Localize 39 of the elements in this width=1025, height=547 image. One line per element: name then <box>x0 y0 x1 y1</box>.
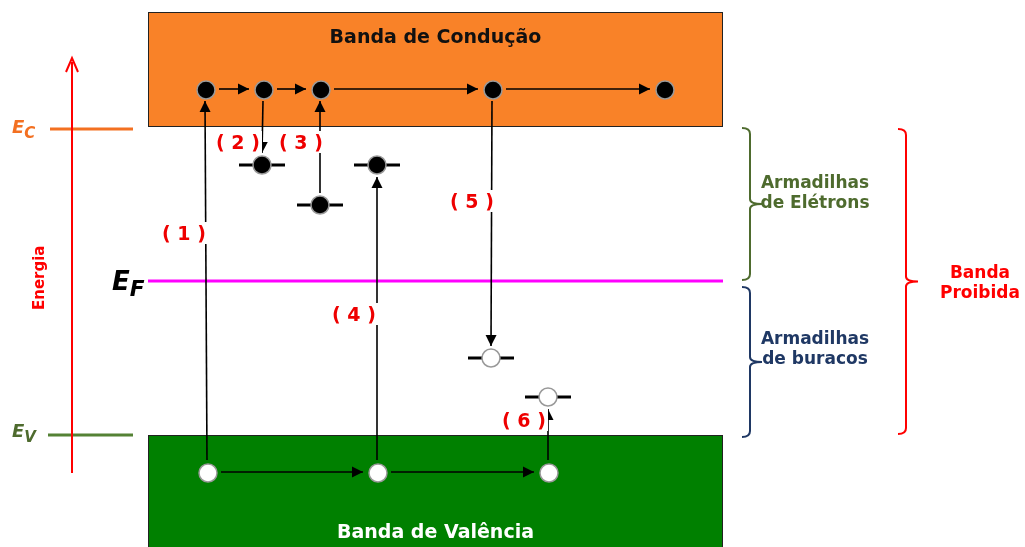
annotation-label: Energia <box>30 245 48 310</box>
trapped-electron <box>239 154 285 176</box>
energy-band <box>148 12 723 127</box>
annotation-label: Armadilhas de buracos <box>759 328 871 368</box>
edge-label: ( 3 ) <box>277 131 325 153</box>
edge-label: ( 4 ) <box>330 303 378 325</box>
arrow <box>505 83 651 95</box>
trapped-electron <box>297 194 343 216</box>
annotation-label: Banda Proibida <box>939 262 1021 302</box>
arrow <box>220 466 364 478</box>
energy-level-label: E$_{F}$ <box>112 266 145 302</box>
edge-label: ( 2 ) <box>214 131 262 153</box>
electron <box>253 79 275 101</box>
electron <box>310 79 332 101</box>
band-title: Banda de Valência <box>336 520 535 542</box>
arrow <box>199 100 211 461</box>
trapped-electron <box>354 154 400 176</box>
arrow <box>276 83 307 95</box>
electron <box>482 79 504 101</box>
edge-label: ( 1 ) <box>160 222 208 244</box>
hole <box>197 462 219 484</box>
hole <box>538 462 560 484</box>
arrow <box>218 83 250 95</box>
edge-label: ( 5 ) <box>448 190 496 212</box>
arrow <box>333 83 479 95</box>
arrow <box>390 466 535 478</box>
hole <box>367 462 389 484</box>
annotation-label: Armadilhas de Elétrons <box>759 172 871 212</box>
arrow <box>371 176 383 461</box>
arrow <box>485 100 497 347</box>
band-title: Banda de Condução <box>328 25 543 47</box>
trap-level-hole <box>468 347 514 369</box>
energy-level-label: E$_{C}$ <box>12 116 36 142</box>
edge-label: ( 6 ) <box>500 409 548 431</box>
electron <box>654 79 676 101</box>
energy-band <box>148 435 723 547</box>
trap-level-hole <box>525 386 571 408</box>
electron <box>195 79 217 101</box>
energy-level-label: E$_{V}$ <box>12 420 36 446</box>
